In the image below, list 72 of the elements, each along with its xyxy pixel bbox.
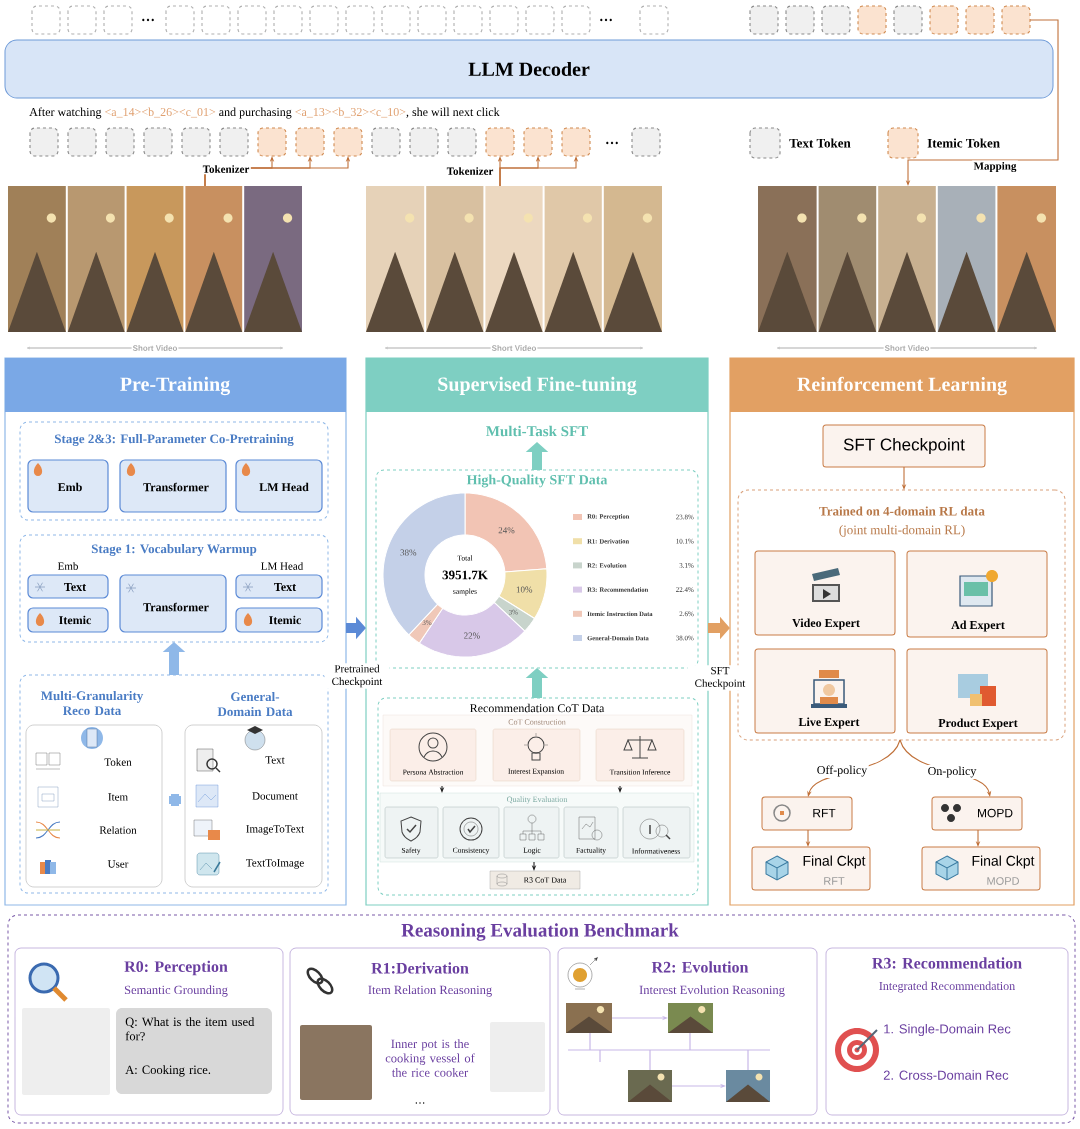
token-box: [929, 5, 959, 35]
node-label: LM Head: [261, 562, 304, 570]
expert-box: Video Expert: [754, 550, 896, 636]
token-box: [257, 127, 287, 157]
module-box: Emb: [27, 459, 109, 513]
decoder-bar: LLM Decoder: [4, 39, 1054, 99]
expert-box: Ad Expert: [906, 550, 1048, 638]
checkpoint-box: Final Ckpt RFT: [751, 846, 871, 891]
node-label: Short Video: [883, 344, 931, 352]
module-box: Itemic: [235, 607, 323, 633]
photo: [726, 1070, 770, 1102]
center-text: 3951.7K: [442, 570, 488, 580]
photo-strip: [8, 186, 302, 332]
method-box: MOPD: [931, 796, 1023, 831]
module-box: Text: [27, 574, 109, 599]
token-box: [1001, 5, 1031, 35]
token-box: [965, 5, 995, 35]
prompt-text: After watching <a_14><b_26><c_01> and purchasing <a_13><b_32><c_10>, she will next click: [29, 107, 500, 119]
edge-label: SFT Checkpoint: [687, 665, 753, 691]
speech-bubble: Q: What is the item used for? A: Cooking rice.: [116, 1008, 272, 1094]
data-list-box: General-Domain Data Text Document ImageToText TextToImage: [184, 691, 323, 888]
edge-label: Tokenizer: [201, 163, 251, 175]
expert-box: Live Expert: [754, 648, 896, 734]
node-label: Emb: [57, 562, 78, 570]
node-label: General-Domain Data: [217, 691, 293, 717]
photo: [668, 1003, 713, 1033]
stage-title: Multi-Task SFT: [486, 425, 588, 437]
list-item: 1. Single-Domain Rec: [884, 1023, 1011, 1037]
label: and purchasing: [219, 107, 292, 119]
edge-label: Tokenizer: [445, 165, 495, 177]
slice-label: 10%: [516, 586, 533, 593]
slice-label: 22%: [464, 632, 480, 639]
token-box: [295, 127, 325, 157]
module-box: Transformer: [119, 459, 227, 513]
node-label: Multi-Granularity Reco Data: [40, 690, 144, 716]
checkpoint-box: SFT Checkpoint: [822, 424, 986, 468]
token-box: [561, 127, 591, 157]
data-box: [19, 674, 329, 894]
photo-strip: [366, 186, 662, 332]
module-box: Transformer: [119, 574, 227, 633]
photo-strip: [758, 186, 1056, 332]
list-item: 2. Cross-Domain Rec: [883, 1070, 1009, 1080]
module-box: Text: [235, 574, 323, 599]
module-box: LM Head: [235, 459, 323, 513]
token-box: [523, 127, 553, 157]
ellipsis: …: [600, 18, 612, 22]
token-box: [485, 127, 515, 157]
edge-label: Mapping: [972, 160, 1018, 174]
module-box: Itemic: [27, 607, 109, 633]
edge-label: Pretrained Checkpoint: [324, 663, 390, 689]
ellipsis: …: [415, 1102, 425, 1104]
token-box: [333, 127, 363, 157]
method-box: RFT: [761, 796, 853, 831]
photo: [566, 1003, 612, 1033]
label: , she will next click: [406, 107, 500, 118]
token-box: [857, 5, 887, 35]
result-box: R3 CoT Data: [489, 870, 581, 890]
legend-text: Itemic Token: [927, 138, 1000, 148]
ellipsis: …: [142, 18, 154, 22]
expert-box: Product Expert: [906, 648, 1048, 734]
label: <a_13><b_32><c_10>: [295, 107, 406, 118]
legend-text: Text Token: [789, 138, 851, 148]
checkpoint-box: Final Ckpt MOPD: [921, 846, 1041, 891]
photo: [628, 1070, 672, 1102]
description-text: Inner pot is the cooking vessel of the rice cooker: [385, 1039, 475, 1077]
slice-label: 38%: [400, 549, 417, 556]
edge-label: On-policy: [926, 765, 978, 779]
node-label: Short Video: [131, 344, 179, 352]
slice-label: 24%: [498, 527, 515, 534]
data-list-box: Multi-Granularity Reco Data Token Item Relation User: [25, 690, 163, 888]
node-label: Short Video: [490, 344, 538, 352]
ellipsis: …: [606, 141, 618, 145]
